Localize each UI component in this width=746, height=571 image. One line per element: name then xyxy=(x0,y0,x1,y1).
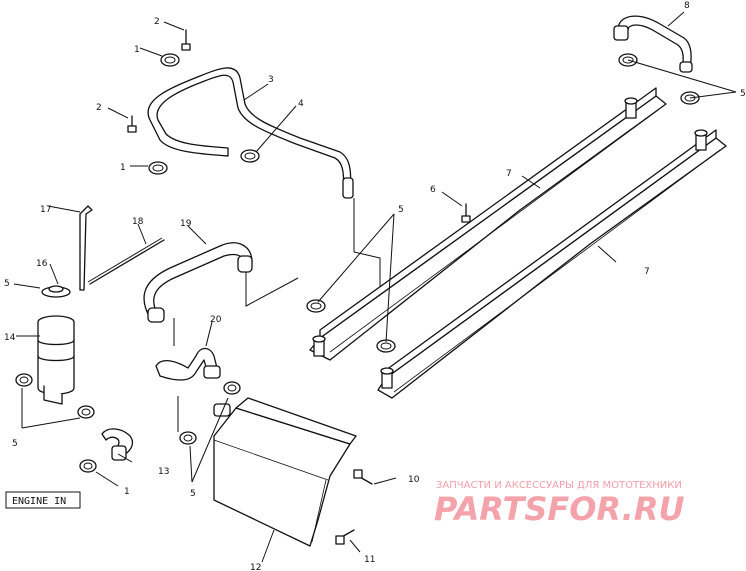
rod-18 xyxy=(87,237,165,285)
leader-lines xyxy=(13,11,737,563)
hose-19 xyxy=(143,242,253,323)
callout-5: 5 xyxy=(190,489,196,499)
callout-1: 1 xyxy=(120,163,126,173)
callout-6: 6 xyxy=(430,185,436,195)
hose-8 xyxy=(613,15,693,73)
callout-10: 10 xyxy=(408,475,420,485)
clamp-5-h xyxy=(223,381,241,395)
callout-14: 14 xyxy=(4,333,16,343)
callout-12: 12 xyxy=(250,563,261,571)
clamp-1-low xyxy=(79,459,97,473)
tank-12 xyxy=(213,397,357,547)
reservoir-14 xyxy=(37,315,75,405)
callout-1: 1 xyxy=(124,487,130,497)
hose-3 xyxy=(147,67,354,199)
cooler-7-upper xyxy=(309,87,667,361)
callout-5: 5 xyxy=(398,205,404,215)
clamp-5-e xyxy=(15,373,33,387)
bolt-11 xyxy=(335,529,355,545)
callout-7: 7 xyxy=(644,267,650,277)
callout-16: 16 xyxy=(36,259,48,269)
engine-in-text: ENGINE IN xyxy=(12,496,66,507)
callout-5: 5 xyxy=(12,439,18,449)
bolt-2-left xyxy=(127,115,137,133)
callout-1: 1 xyxy=(134,45,140,55)
dipstick-17 xyxy=(79,205,93,291)
bolts xyxy=(127,29,471,545)
callout-numbers: 1 1 1 2 2 3 4 5 5 5 5 5 6 7 7 8 10 11 12… xyxy=(4,1,746,571)
watermark-logo: PARTSFOR.RU xyxy=(434,490,684,528)
engine-in-label: ENGINE IN xyxy=(5,491,81,509)
callout-2: 2 xyxy=(96,103,102,113)
clamp-1-top xyxy=(160,53,180,67)
cap-16 xyxy=(41,285,71,298)
callout-13: 13 xyxy=(158,467,169,477)
clamp-1-mid xyxy=(148,161,168,175)
callout-4: 4 xyxy=(298,99,304,109)
callout-20: 20 xyxy=(210,315,222,325)
callout-2: 2 xyxy=(154,17,160,27)
watermark: ЗАПЧАСТИ И АКСЕССУАРЫ ДЛЯ МОТОТЕХНИКИ PA… xyxy=(434,480,684,528)
bolt-6 xyxy=(461,203,471,223)
hose-13 xyxy=(101,428,134,461)
watermark-subtitle: ЗАПЧАСТИ И АКСЕССУАРЫ ДЛЯ МОТОТЕХНИКИ xyxy=(436,480,682,491)
callout-5: 5 xyxy=(4,279,10,289)
cooler-7-lower xyxy=(377,129,727,399)
callout-17: 17 xyxy=(40,205,51,215)
bolt-2-top xyxy=(181,29,191,51)
callout-5: 5 xyxy=(740,89,746,99)
clamp-5-g xyxy=(179,431,197,445)
clamp-4 xyxy=(240,149,260,163)
clamp-5-c xyxy=(306,299,326,313)
bolt-10 xyxy=(353,469,373,485)
callout-11: 11 xyxy=(364,555,375,565)
hose-20 xyxy=(155,347,221,381)
callout-8: 8 xyxy=(684,1,690,11)
clamps xyxy=(15,53,700,473)
callout-3: 3 xyxy=(268,75,274,85)
callout-7: 7 xyxy=(506,169,512,179)
callout-19: 19 xyxy=(180,219,192,229)
clamp-5-f xyxy=(77,405,95,419)
callout-18: 18 xyxy=(132,217,144,227)
